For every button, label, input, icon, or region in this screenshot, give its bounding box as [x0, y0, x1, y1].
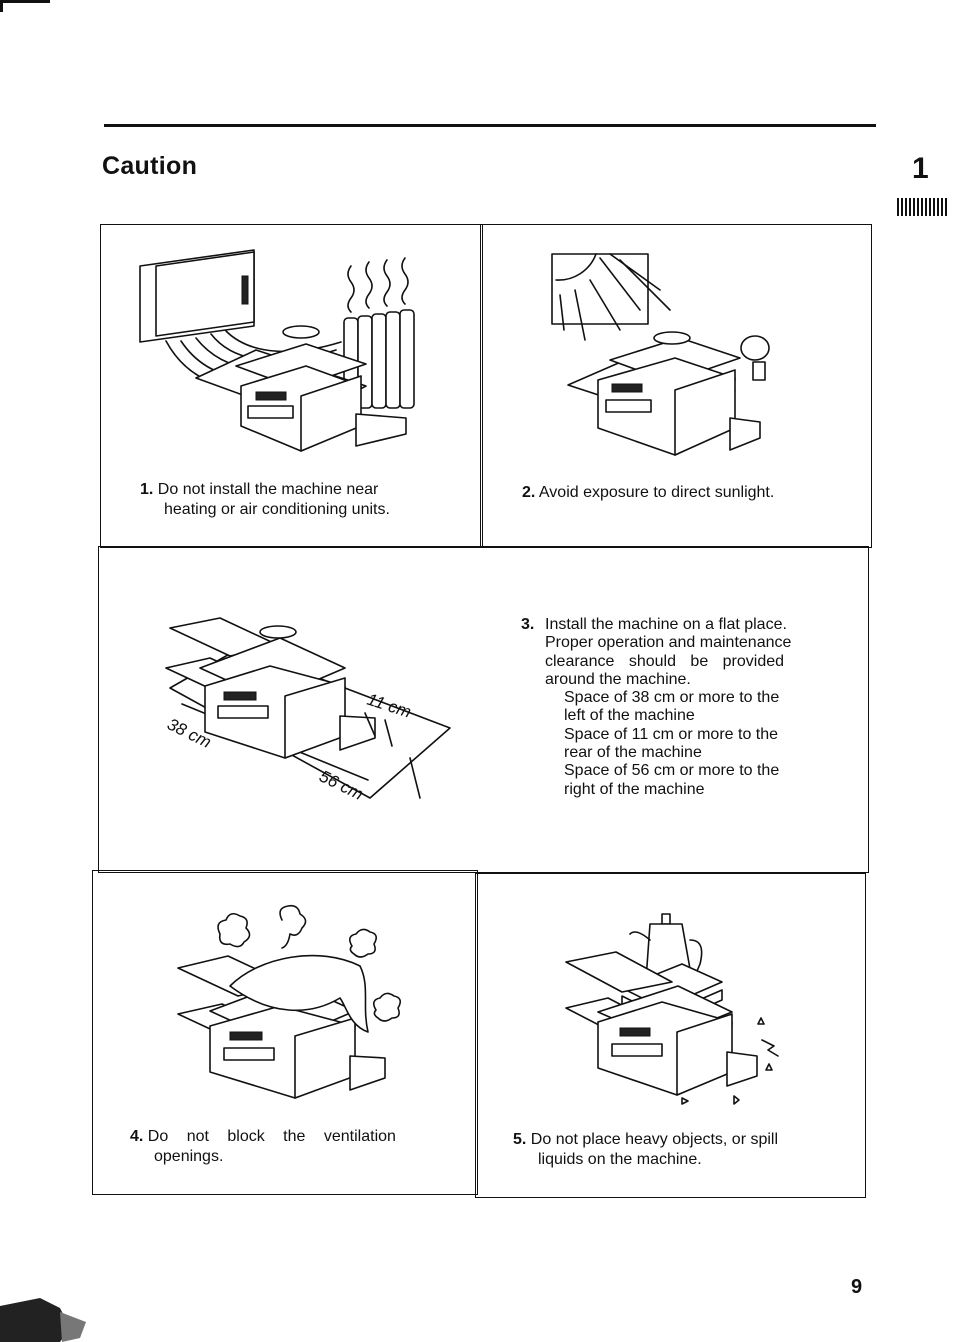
- chapter-tab-marker: [897, 198, 947, 216]
- item-number: 3.: [521, 616, 535, 633]
- item-number: 4.: [130, 1128, 144, 1145]
- page-number: 9: [851, 1276, 863, 1298]
- clearance-line: right of the machine: [564, 780, 705, 798]
- caption-5: 5. Do not place heavy objects, or spill …: [513, 1130, 853, 1170]
- illustration-sunlight: [551, 253, 770, 456]
- illustration-clearance: 11 cm 38 cm 56 cm: [164, 617, 451, 804]
- caption-line: Do not install the machine near: [157, 481, 379, 498]
- header-rule: [104, 124, 876, 127]
- clearance-line: Space of 56 cm or more to the: [564, 762, 780, 780]
- caption-line: heating or air conditioning units.: [164, 501, 390, 518]
- illustration-ventilation: [177, 904, 402, 1099]
- caption-line: Do not block the ventilation: [147, 1128, 396, 1145]
- caption-line: clearance should be provided: [545, 652, 785, 670]
- dim-right: 56 cm: [316, 767, 366, 804]
- item-number: 2.: [522, 484, 536, 501]
- caption-3: 3. Install the machine on a flat place. …: [521, 616, 841, 799]
- caption-line: liquids on the machine.: [538, 1151, 702, 1168]
- caption-1: 1. Do not install the machine near heati…: [140, 480, 460, 520]
- corner-mark: [0, 0, 3, 12]
- clearance-line: Space of 38 cm or more to the: [564, 689, 780, 707]
- item-number: 5.: [513, 1131, 527, 1148]
- clearance-line: rear of the machine: [564, 744, 702, 762]
- caution-panel-1: [100, 224, 483, 548]
- corner-mark: [0, 0, 50, 3]
- caption-2: 2. Avoid exposure to direct sunlight.: [522, 483, 862, 503]
- caption-line: Install the machine on a flat place.: [545, 616, 787, 633]
- caption-line: Avoid exposure to direct sunlight.: [538, 484, 775, 501]
- caption-4: 4. Do not block the ventilation openings…: [130, 1127, 440, 1167]
- caution-panel-2: [480, 224, 872, 548]
- illustration-heater-aircon: [139, 249, 415, 452]
- caption-line: around the machine.: [545, 670, 691, 688]
- item-number: 1.: [140, 481, 154, 498]
- caption-line: Proper operation and maintenance: [545, 634, 792, 652]
- chapter-number: 1: [912, 152, 929, 185]
- illustration-heavy-objects: [565, 913, 779, 1105]
- dim-rear: 11 cm: [365, 690, 414, 722]
- caution-panel-3: [98, 546, 869, 873]
- page-title: Caution: [102, 152, 198, 180]
- caption-line: Do not place heavy objects, or spill: [530, 1131, 779, 1148]
- clearance-line: Space of 11 cm or more to the: [564, 725, 779, 743]
- scan-artifact: [0, 1298, 86, 1342]
- caution-panel-5: [475, 873, 866, 1198]
- caption-line: openings.: [154, 1148, 224, 1165]
- caution-panel-4: [92, 870, 478, 1195]
- clearance-line: left of the machine: [564, 707, 695, 725]
